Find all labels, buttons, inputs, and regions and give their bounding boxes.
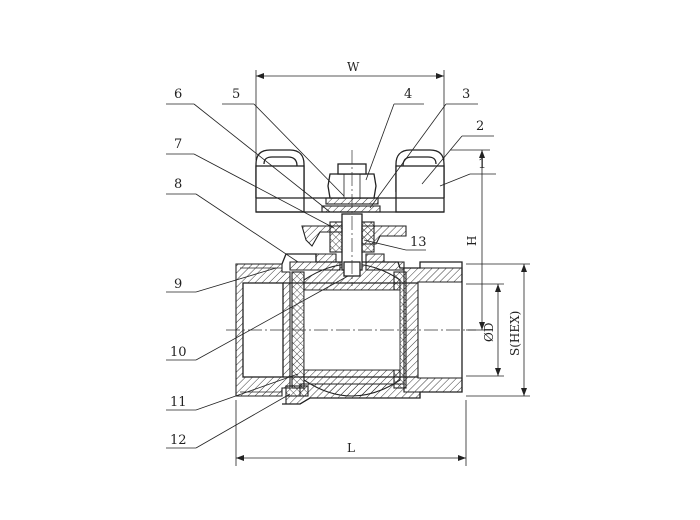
part-label-4: 4 [404,87,412,102]
part-label-12: 12 [170,433,187,448]
part-label-2: 2 [476,119,484,134]
dim-s-hex-label: S(HEX) [508,311,522,356]
part-label-13: 13 [410,235,427,250]
part-label-1: 1 [478,157,486,172]
part-label-6: 6 [174,87,182,102]
part-label-8: 8 [174,177,182,192]
dim-w-label: W [347,60,360,74]
part-label-5: 5 [232,87,240,102]
part-label-10: 10 [170,345,187,360]
dim-l-label: L [347,441,355,455]
dim-h-label: H [465,236,479,246]
center-lines [226,150,476,331]
part-label-11: 11 [170,395,187,410]
part-label-9: 9 [174,277,182,292]
part-label-3: 3 [462,87,470,102]
dim-d-label: ØD [482,323,496,342]
leader-lines [166,103,496,449]
dimension-lines [235,70,530,466]
part-label-7: 7 [174,137,182,152]
